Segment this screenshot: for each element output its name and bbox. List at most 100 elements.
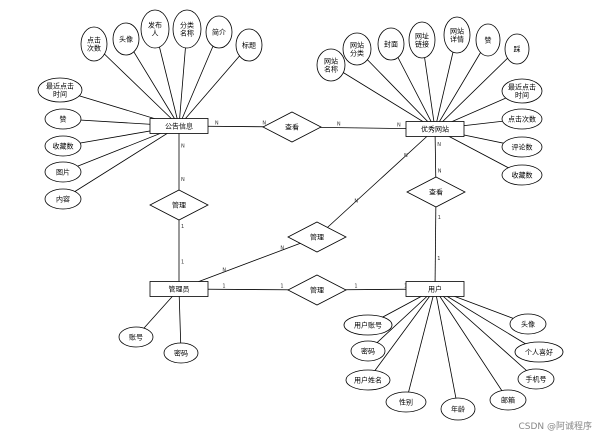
attribute-notice-4: 简介 [205,15,233,49]
attribute-site-3: 网址链接 [408,21,436,59]
attribute-user-1: 密码 [350,340,386,362]
relationship-label: 管理 [310,233,324,242]
attribute-label: 账号 [129,333,143,342]
attribute-label: 图片 [56,168,70,177]
attribute-notice-1: 头像 [112,22,140,56]
attribute-user-4: 年龄 [440,397,476,421]
attribute-label: 赞 [485,36,492,45]
attribute-site-1: 网站分类 [342,32,372,66]
attribute-admin-1: 密码 [163,342,199,364]
attribute-label: 踩 [514,46,521,54]
cardinality-label: N [181,177,185,183]
entity-user: 用户 [405,281,465,297]
relationship-view_right: 查看 [406,176,466,208]
relationship-manage_bottom: 管理 [287,274,347,306]
attribute-label: 密码 [361,347,375,356]
attribute-label: 个人喜好 [525,348,553,357]
attribute-user-2: 用户姓名 [345,369,391,391]
entity-notice: 公告信息 [149,118,209,134]
attribute-label: 用户姓名 [354,376,382,385]
attribute-user-3: 性别 [385,391,427,413]
cardinality-label: 1 [181,224,184,230]
attribute-label: 评论数 [512,143,533,152]
entity-admin: 管理员 [149,281,209,297]
relationship-manage_left: 管理 [149,189,209,221]
attribute-site-5: 赞 [475,23,501,57]
attribute-site-0: 网站名称 [316,48,346,82]
attribute-label: 点击次数 [508,115,536,124]
cardinality-label: 1 [222,283,225,289]
attribute-site-10: 收藏数 [501,164,543,186]
attribute-notice-8: 收藏数 [44,135,82,157]
attribute-label: 网址链接 [415,32,429,49]
attribute-label: 标题 [242,41,256,50]
attribute-user-6: 手机号 [517,368,555,390]
attribute-user-5: 邮箱 [489,389,527,411]
attribute-site-2: 封面 [377,27,405,61]
entity-label: 优秀网站 [421,125,449,134]
watermark: CSDN @阿诚程序 [518,420,592,432]
attribute-label: 网站名称 [324,57,338,74]
attribute-user-0: 用户账号 [343,314,393,336]
entity-site: 优秀网站 [405,121,465,137]
attribute-label: 手机号 [526,375,547,384]
attribute-label: 赞 [60,115,67,124]
cardinality-label: N [397,122,401,128]
attribute-notice-9: 图片 [44,161,82,183]
entity-label: 用户 [428,285,442,294]
attribute-label: 用户账号 [354,321,382,330]
attribute-notice-6: 最近点击时间 [37,77,83,103]
cardinality-label: 1 [437,256,440,262]
attribute-notice-5: 标题 [235,28,263,62]
attribute-label: 简介 [212,28,226,37]
attribute-site-8: 点击次数 [501,108,543,130]
relationship-view_top: 查看 [262,111,322,143]
attribute-user-8: 头像 [509,313,547,335]
attribute-label: 收藏数 [53,142,74,151]
attribute-label: 收藏数 [512,171,533,180]
relationship-label: 查看 [285,123,299,132]
attribute-label: 最近点击时间 [508,83,536,100]
cardinality-label: N [354,199,358,205]
attribute-label: 网站详情 [450,27,464,44]
attribute-notice-10: 内容 [44,188,82,210]
attribute-notice-7: 赞 [44,108,82,130]
attribute-label: 密码 [174,349,188,358]
entity-label: 管理员 [169,285,190,294]
cardinality-label: N [262,121,266,127]
attribute-label: 内容 [56,195,70,204]
attribute-label: 分类名称 [180,21,194,38]
cardinality-label: N [280,246,284,252]
cardinality-label: 1 [404,283,407,289]
attribute-label: 封面 [384,40,398,49]
attribute-notice-2: 发布人 [140,9,170,49]
attribute-label: 年龄 [451,405,465,414]
attribute-site-7: 最近点击时间 [501,78,543,104]
entity-label: 公告信息 [165,122,193,131]
cardinality-label: 1 [354,284,357,290]
cardinality-label: 1 [280,284,283,290]
attribute-site-4: 网站详情 [443,16,471,54]
attribute-label: 性别 [399,398,413,407]
relationship-manage_mid: 管理 [287,221,347,253]
cardinality-label: N [215,120,219,126]
attribute-user-7: 个人喜好 [514,341,564,363]
attribute-label: 头像 [119,35,133,44]
relationship-label: 管理 [310,286,324,295]
cardinality-label: 1 [438,215,441,221]
cardinality-label: 1 [181,259,184,265]
attribute-label: 邮箱 [501,396,515,405]
attribute-label: 发布人 [148,21,162,38]
cardinality-label: N [438,168,442,174]
cardinality-label: N [181,144,185,150]
attribute-site-9: 评论数 [501,136,543,158]
cardinality-label: N [337,122,341,128]
relationship-label: 查看 [429,188,443,197]
attribute-label: 点击次数 [87,36,101,53]
attribute-site-6: 踩 [504,33,530,65]
attribute-label: 最近点击时间 [46,82,74,99]
attribute-notice-3: 分类名称 [172,9,202,49]
cardinality-label: N [404,153,408,159]
attribute-label: 头像 [521,320,535,329]
